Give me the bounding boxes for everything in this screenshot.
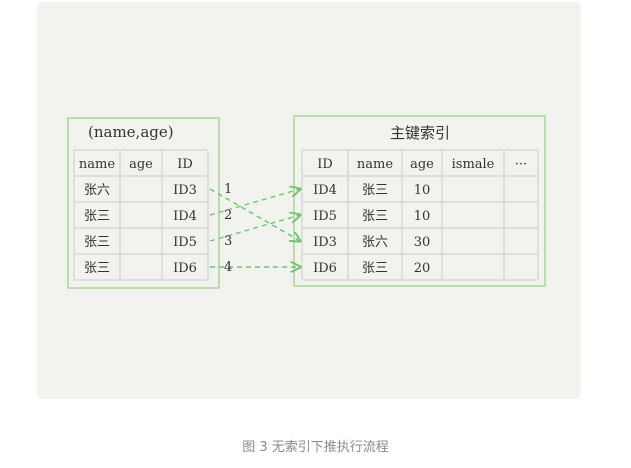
table-header-cell: name [79,157,115,172]
table-cell: ID5 [313,209,337,224]
table-cell: 10 [414,183,431,198]
arrow-step-label: 3 [224,234,232,249]
table-header-cell: ··· [515,157,527,172]
table-cell: 张三 [84,209,110,224]
figure-caption: 图 3 无索引下推执行流程 [242,440,389,455]
table-cell: 张六 [84,183,110,198]
secondary-index-title: (name,age) [88,123,174,141]
table-header-cell: ID [317,157,333,172]
table-header-cell: age [129,157,153,172]
table-cell: 张三 [84,235,110,250]
table-cell: ID4 [173,209,197,224]
lookup-arrow [209,189,300,216]
table-cell: 张六 [362,235,388,250]
table-header-cell: name [357,157,393,172]
table-cell: 张三 [362,209,388,224]
table-cell: 张三 [362,261,388,276]
primary-index-box [293,115,546,287]
secondary-index-box [67,117,220,289]
table-cell: ID4 [313,183,337,198]
table-cell: 10 [414,209,431,224]
table-header-cell: age [410,157,434,172]
table-cell: 张三 [84,261,110,276]
table-cell: ID3 [173,183,197,198]
table-cell: 30 [414,235,431,250]
arrow-step-label: 1 [224,182,232,197]
table-cell: 20 [414,261,431,276]
table-cell: ID6 [313,261,337,276]
arrow-step-label: 2 [224,208,232,223]
arrow-step-label: 4 [224,260,232,275]
lookup-arrow [209,215,300,242]
primary-index-title: 主键索引 [390,124,450,142]
table-cell: ID5 [173,235,197,250]
table-cell: ID3 [313,235,337,250]
table-header-cell: ismale [452,157,495,172]
table-cell: 张三 [362,183,388,198]
lookup-arrows: 1 2 3 4 [209,182,300,275]
table-header-cell: ID [177,157,193,172]
diagram-panel [37,2,581,399]
table-cell: ID6 [173,261,197,276]
